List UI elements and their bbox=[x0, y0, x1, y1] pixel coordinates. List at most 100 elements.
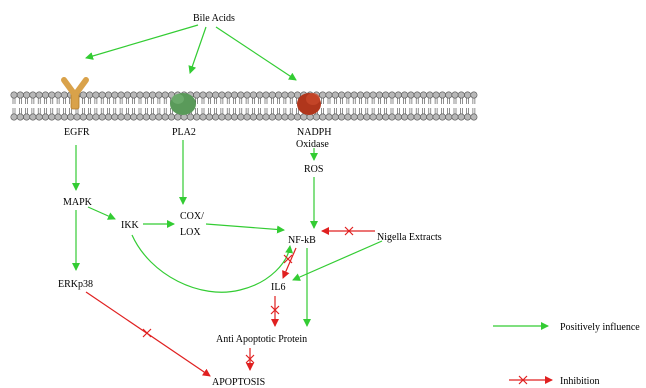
lipid-head bbox=[419, 113, 427, 121]
lipid-head bbox=[117, 113, 125, 121]
lipid-head bbox=[281, 91, 289, 99]
lipid-head bbox=[29, 91, 37, 99]
lipid-head bbox=[193, 113, 201, 121]
lipid-head bbox=[363, 91, 371, 99]
lipid-head bbox=[338, 91, 346, 99]
lipid-head bbox=[23, 91, 31, 99]
lipid-head bbox=[382, 113, 390, 121]
lipid-head bbox=[41, 113, 49, 121]
lipid-head bbox=[356, 113, 364, 121]
lipid-head bbox=[407, 113, 415, 121]
lipid-head bbox=[60, 91, 68, 99]
lipid-head bbox=[438, 113, 446, 121]
lipid-head bbox=[205, 91, 213, 99]
lipid-head bbox=[130, 113, 138, 121]
lipid-head bbox=[105, 113, 113, 121]
lipid-head bbox=[464, 91, 472, 99]
cell-membrane bbox=[10, 91, 478, 121]
label-egfr: EGFR bbox=[64, 127, 90, 138]
lipid-head bbox=[451, 113, 459, 121]
lipid-head bbox=[457, 113, 465, 121]
lipid-head bbox=[363, 113, 371, 121]
lipid-head bbox=[312, 113, 320, 121]
arrow-bile-to-pla2 bbox=[188, 26, 207, 74]
cross-legend-inhibition bbox=[518, 375, 528, 385]
lipid-head bbox=[155, 91, 163, 99]
lipid-head bbox=[86, 113, 94, 121]
lipid-head bbox=[231, 113, 239, 121]
lipid-head bbox=[262, 91, 270, 99]
arrow-mapk-to-ikk bbox=[87, 206, 116, 220]
lipid-head bbox=[401, 113, 409, 121]
lipid-head bbox=[375, 113, 383, 121]
lipid-head bbox=[161, 91, 169, 99]
lipid-head bbox=[268, 113, 276, 121]
lipid-head bbox=[470, 91, 478, 99]
lipid-head bbox=[356, 91, 364, 99]
cross-nfkb-il6 bbox=[283, 254, 293, 264]
lipid-head bbox=[338, 113, 346, 121]
lipid-head bbox=[268, 91, 276, 99]
lipid-head bbox=[86, 91, 94, 99]
lipid-head bbox=[249, 91, 257, 99]
lipid-head bbox=[445, 113, 453, 121]
lipid-head bbox=[419, 91, 427, 99]
lipid-head bbox=[92, 91, 100, 99]
lipid-head bbox=[16, 91, 24, 99]
lipid-head bbox=[218, 113, 226, 121]
lipid-head bbox=[451, 91, 459, 99]
label-bile-acids: Bile Acids bbox=[193, 13, 235, 24]
label-lox: LOX bbox=[180, 227, 201, 238]
lipid-head bbox=[293, 113, 301, 121]
lipid-head bbox=[73, 113, 81, 121]
lipid-head bbox=[205, 113, 213, 121]
label-cox: COX/ bbox=[180, 211, 204, 222]
lipid-head bbox=[394, 91, 402, 99]
lipid-head bbox=[256, 113, 264, 121]
lipid-head bbox=[325, 113, 333, 121]
cross-il6-antiapoptotic bbox=[270, 305, 280, 315]
lipid-head bbox=[186, 113, 194, 121]
lipid-head bbox=[98, 113, 106, 121]
legend-inhibition-label: Inhibition bbox=[560, 376, 599, 387]
lipid-head bbox=[79, 91, 87, 99]
lipid-head bbox=[48, 91, 56, 99]
lipid-head bbox=[287, 113, 295, 121]
lipid-head bbox=[281, 113, 289, 121]
lipid-head bbox=[142, 91, 150, 99]
lipid-head bbox=[224, 91, 232, 99]
lipid-head bbox=[48, 113, 56, 121]
lipid-head bbox=[369, 91, 377, 99]
lipid-head bbox=[275, 91, 283, 99]
arrow-bile-to-nadph bbox=[215, 26, 297, 81]
lipid-head bbox=[432, 113, 440, 121]
lipid-head bbox=[344, 91, 352, 99]
label-ikk: IKK bbox=[121, 220, 140, 231]
arrow-bile-to-egfr bbox=[85, 24, 199, 60]
lipid-head bbox=[60, 113, 68, 121]
lipid-head bbox=[142, 113, 150, 121]
lipid-head bbox=[426, 91, 434, 99]
lipid-head bbox=[23, 113, 31, 121]
lipid-head bbox=[193, 91, 201, 99]
label-oxidase: Oxidase bbox=[296, 139, 329, 150]
lipid-head bbox=[35, 113, 43, 121]
lipid-head bbox=[123, 91, 131, 99]
lipid-head bbox=[325, 91, 333, 99]
lipid-head bbox=[92, 113, 100, 121]
lipid-head bbox=[79, 113, 87, 121]
lipid-head bbox=[275, 113, 283, 121]
arrow-ikk-curve-to-nfkb bbox=[131, 234, 294, 293]
lipid-head bbox=[262, 113, 270, 121]
lipid-head bbox=[426, 113, 434, 121]
lipid-head bbox=[67, 113, 75, 121]
lipid-head bbox=[231, 91, 239, 99]
label-nadph: NADPH bbox=[297, 127, 331, 138]
lipid-head bbox=[54, 91, 62, 99]
lipid-head bbox=[218, 91, 226, 99]
lipid-head bbox=[375, 91, 383, 99]
cross-antiapoptotic-apoptosis bbox=[245, 354, 255, 364]
inhibition-arrows bbox=[85, 227, 553, 384]
label-mapk: MAPK bbox=[63, 197, 93, 208]
